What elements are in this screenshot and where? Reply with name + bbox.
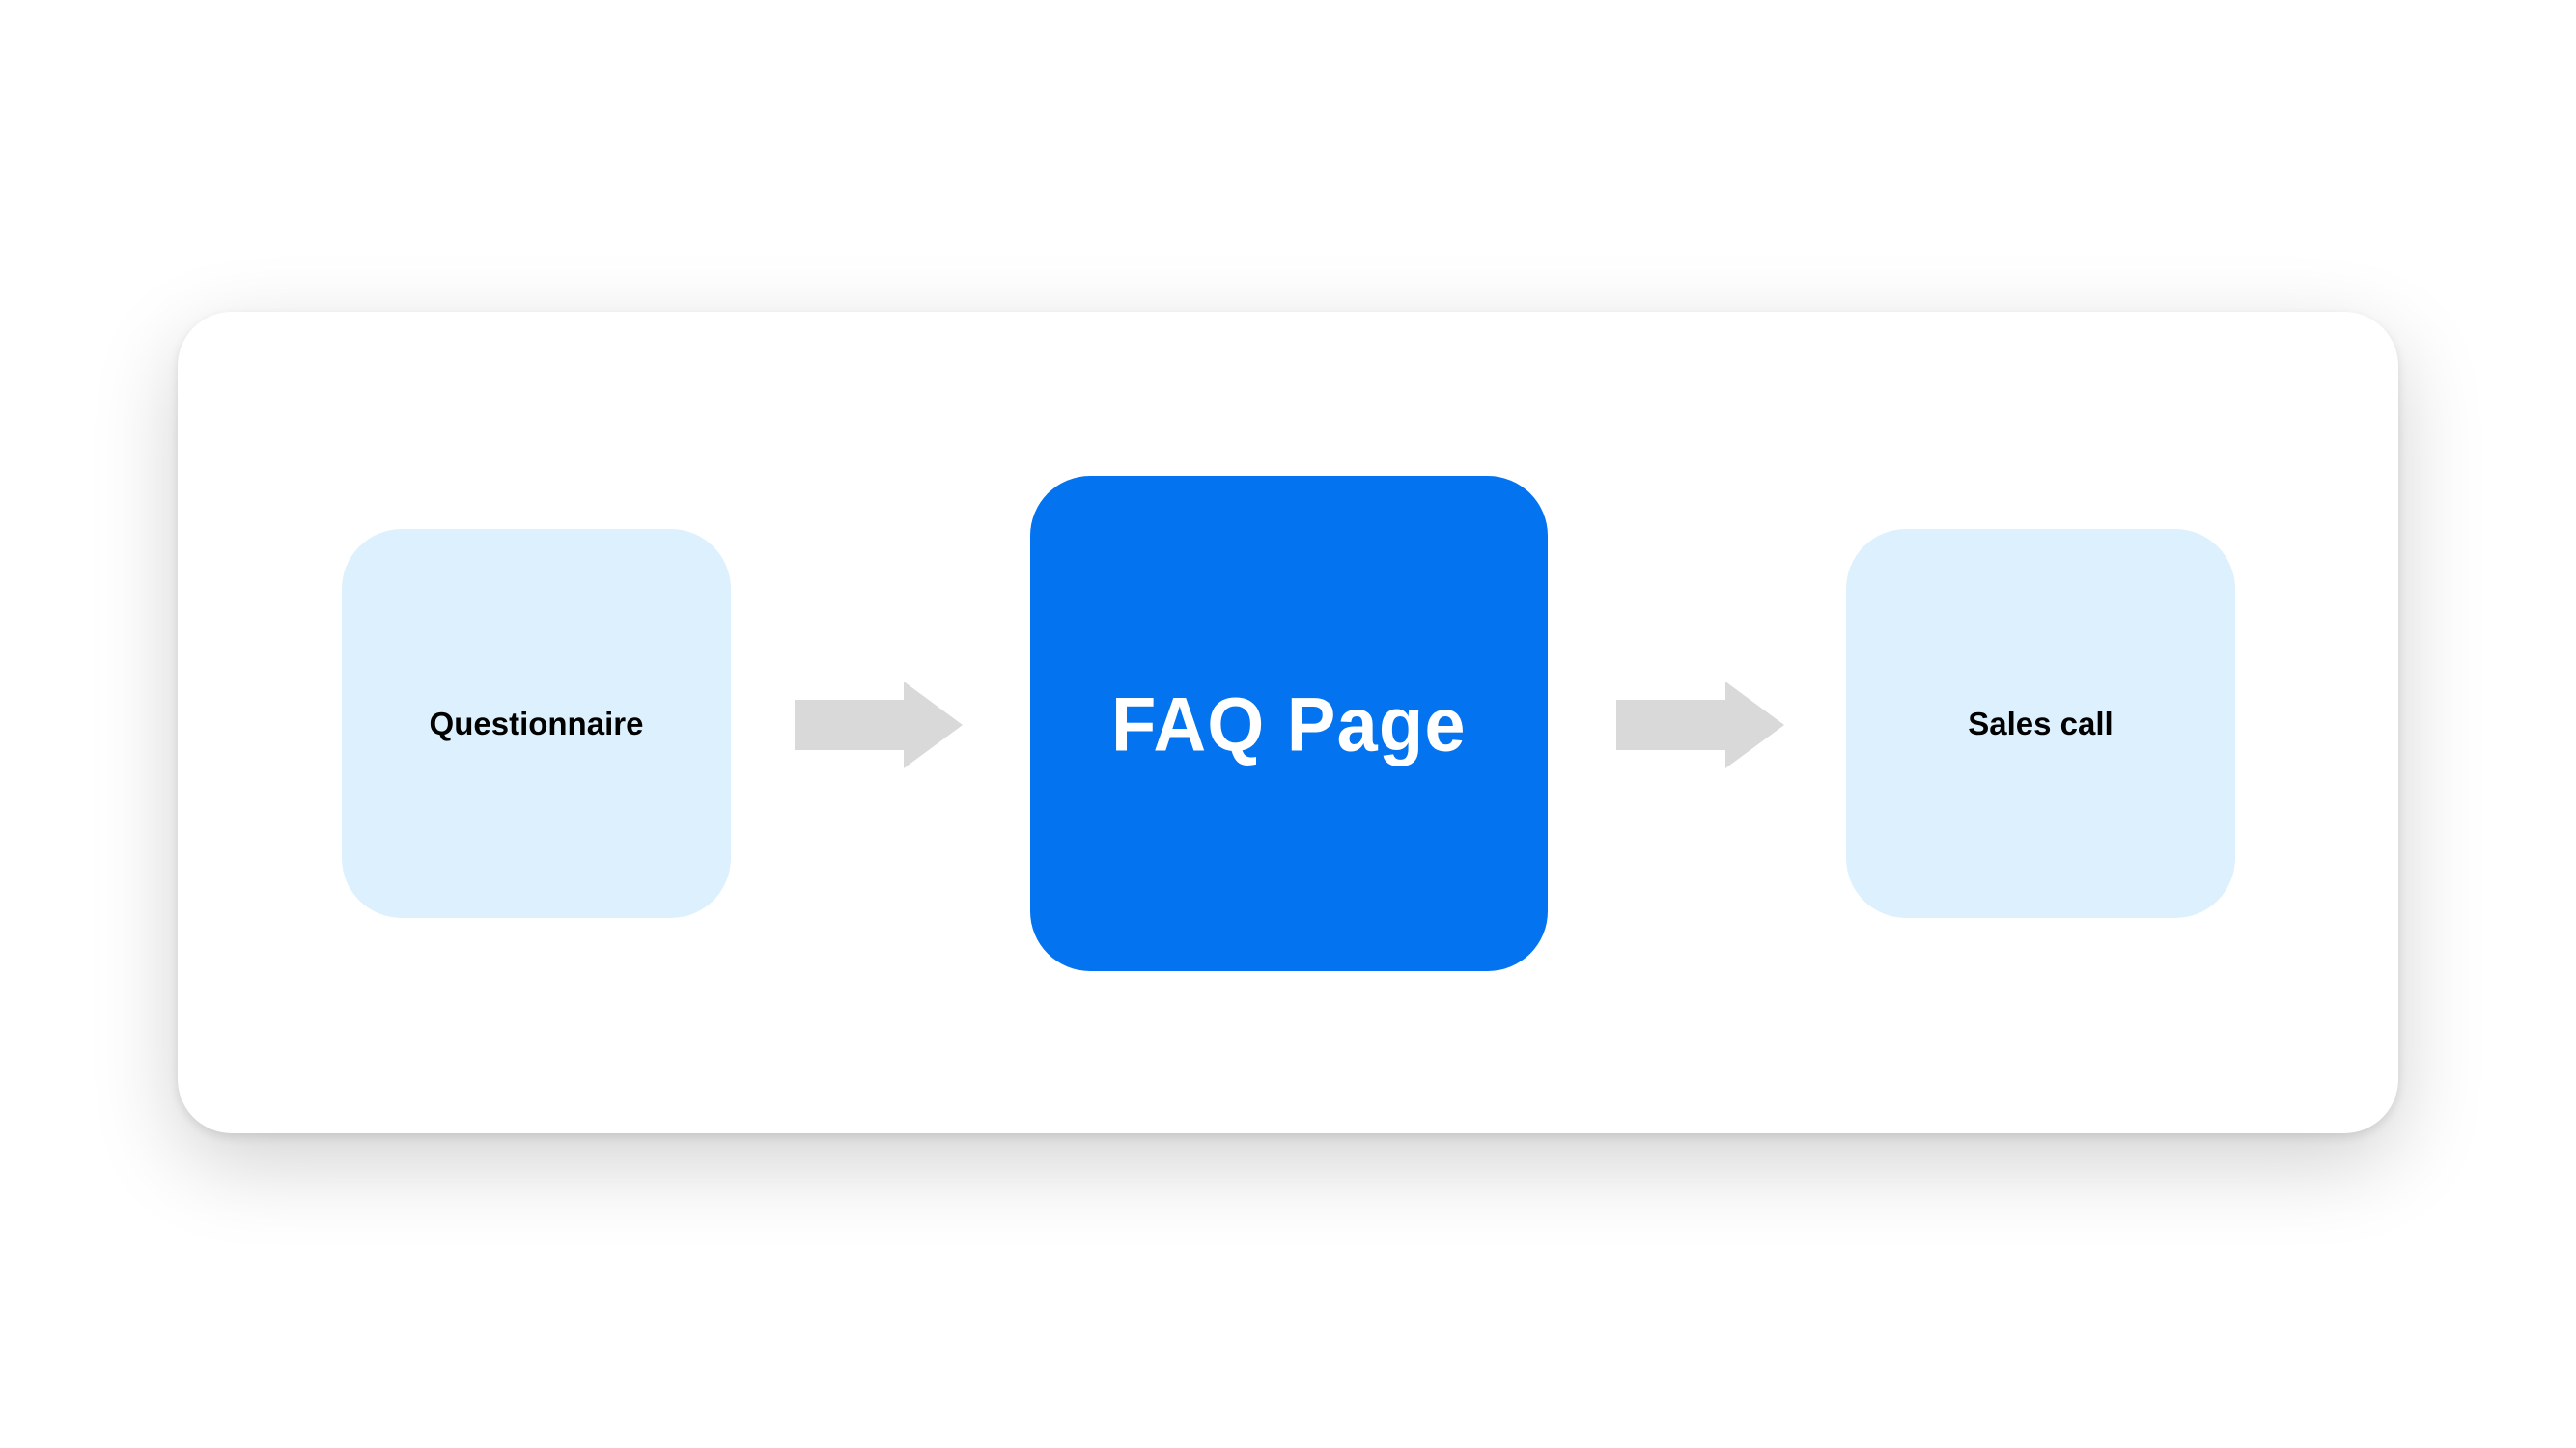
step-sales-call: Sales call	[1846, 529, 2235, 918]
arrow-right-icon	[795, 682, 963, 768]
step-faq-page: FAQ Page	[1030, 476, 1548, 971]
step-questionnaire: Questionnaire	[342, 529, 731, 918]
flow-diagram-card: Questionnaire FAQ Page Sales call	[178, 312, 2398, 1133]
step-label: Questionnaire	[429, 705, 644, 741]
arrow-right-icon	[1616, 682, 1784, 768]
step-label: FAQ Page	[1111, 681, 1467, 766]
step-label: Sales call	[1968, 705, 2114, 741]
